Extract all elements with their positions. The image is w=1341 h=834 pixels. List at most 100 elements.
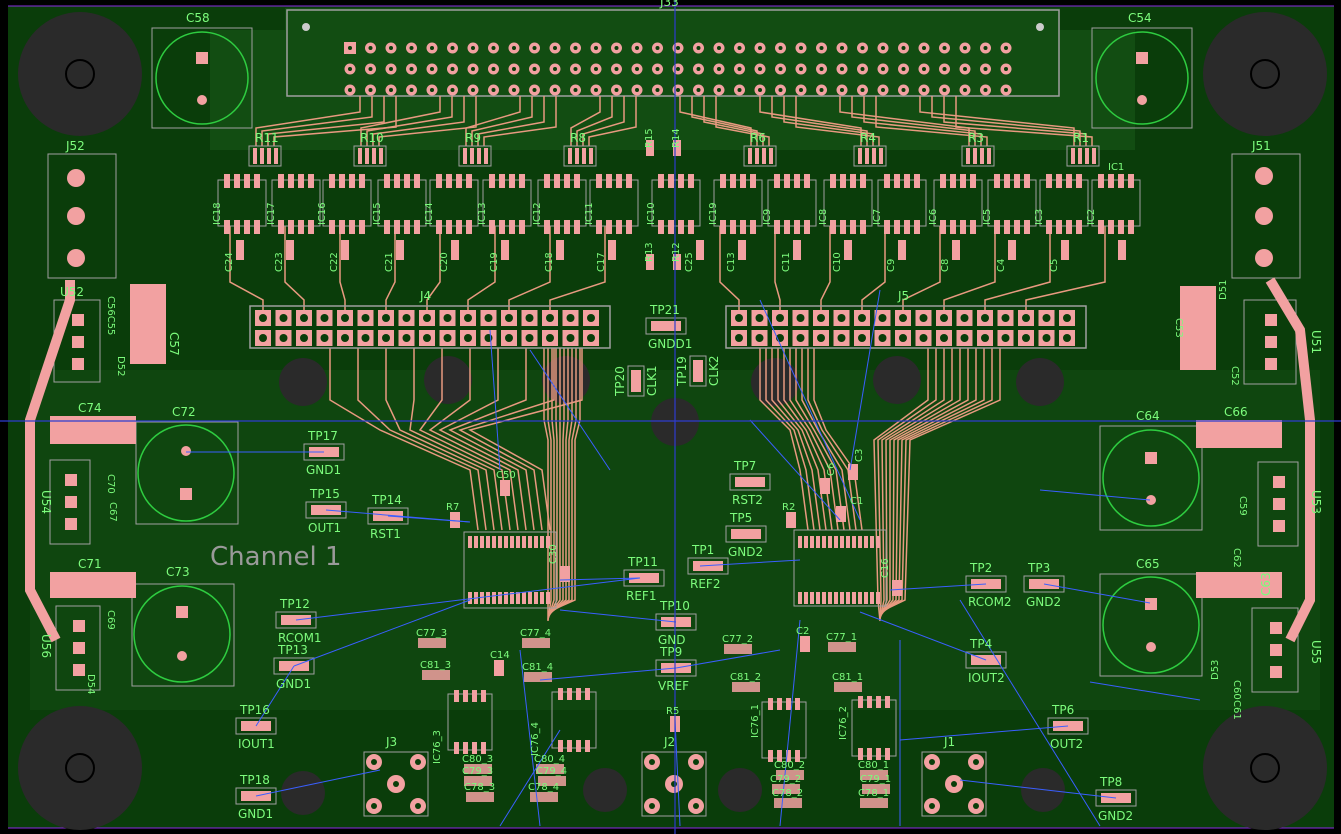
label-testpoint-ref: TP12 bbox=[279, 597, 310, 611]
label-ic: IC7 bbox=[872, 209, 883, 225]
label-adc-cap: C77_1 bbox=[826, 632, 857, 643]
label-diode: D51 bbox=[1218, 280, 1229, 300]
label-small-cap: C23 bbox=[274, 252, 285, 272]
cap-c64[interactable] bbox=[1099, 425, 1203, 531]
label-ic: IC5 bbox=[982, 209, 993, 225]
label-resistor-array: R10 bbox=[360, 131, 384, 145]
label-testpoint-net: GND2 bbox=[1026, 595, 1061, 609]
label-testpoint-ref: TP4 bbox=[969, 637, 992, 651]
label-jack-j52: J52 bbox=[65, 139, 85, 153]
label-adc-cap: C78_3 bbox=[464, 782, 495, 793]
label-side-cap: C62 bbox=[1231, 548, 1242, 568]
ic-adc-1[interactable] bbox=[463, 531, 557, 609]
label-small-cap: C20 bbox=[439, 252, 450, 272]
label-jack-j51: J51 bbox=[1251, 139, 1271, 153]
label-testpoint-net: OUT1 bbox=[308, 521, 341, 535]
ic-adc-2[interactable] bbox=[793, 529, 887, 607]
label-resistor: R14 bbox=[671, 128, 682, 148]
label-resistor-array: R1 bbox=[1073, 131, 1089, 145]
label-resistor: R13 bbox=[644, 242, 655, 262]
test-point[interactable] bbox=[235, 717, 277, 735]
label-small-cap: C22 bbox=[329, 252, 340, 272]
label-cap: C63 bbox=[1259, 572, 1273, 596]
label-testpoint-ref: TP1 bbox=[691, 543, 714, 557]
label-small-cap: C4 bbox=[996, 259, 1007, 272]
label-adc-cap: C77_3 bbox=[416, 628, 447, 639]
cap-c72[interactable] bbox=[135, 421, 239, 525]
label-ic: IC17 bbox=[266, 202, 277, 225]
label-ic: IC13 bbox=[477, 202, 488, 225]
label-ic: IC14 bbox=[424, 202, 435, 225]
label-mid-part: C1 bbox=[850, 496, 863, 507]
label-mid-part: C3 bbox=[854, 449, 865, 462]
label-testpoint-net: GND2 bbox=[728, 545, 763, 559]
label-resistor-array: R4 bbox=[860, 131, 876, 145]
cap-c58[interactable] bbox=[151, 27, 253, 129]
label-cap-c65: C65 bbox=[1136, 557, 1160, 571]
label-ic: IC15 bbox=[372, 202, 383, 225]
label-testpoint-net: GNDD1 bbox=[648, 337, 692, 351]
label-testpoint-net: GND1 bbox=[306, 463, 341, 477]
label-resistor-array: R3 bbox=[968, 131, 984, 145]
cap-c65[interactable] bbox=[1099, 573, 1203, 677]
label-cap-c58: C58 bbox=[186, 11, 210, 25]
label-ic-small: IC76_3 bbox=[432, 730, 443, 764]
label-mid-part: R5 bbox=[666, 706, 679, 717]
ic-row-top[interactable] bbox=[217, 140, 1141, 270]
label-testpoint-net: VREF bbox=[658, 679, 689, 693]
label-adc-cap: C79_1 bbox=[860, 774, 891, 785]
label-small-cap: C8 bbox=[940, 259, 951, 272]
label-testpoint-ref: TP9 bbox=[659, 645, 682, 659]
header-j5[interactable] bbox=[725, 305, 1087, 349]
label-ic: IC9 bbox=[762, 209, 773, 225]
label-testpoint-net: GND1 bbox=[276, 677, 311, 691]
label-reg: U55 bbox=[1309, 640, 1323, 664]
ratsnest-lines bbox=[186, 289, 1201, 827]
label-ic: IC10 bbox=[646, 202, 657, 225]
label-reg: U54 bbox=[39, 490, 53, 514]
label-side-cap: C59 bbox=[1237, 496, 1248, 516]
test-point[interactable] bbox=[725, 525, 767, 543]
power-section[interactable] bbox=[25, 277, 1315, 693]
label-testpoint-net: CLK1 bbox=[645, 365, 659, 396]
test-point[interactable] bbox=[689, 355, 707, 387]
label-small-cap: C9 bbox=[886, 259, 897, 272]
cap-c73[interactable] bbox=[131, 583, 235, 687]
label-testpoint-ref: TP2 bbox=[969, 561, 992, 575]
label-ic-small: IC76_2 bbox=[838, 706, 849, 740]
jack-j51[interactable] bbox=[1231, 153, 1301, 279]
header-j4[interactable] bbox=[249, 305, 611, 349]
test-point[interactable] bbox=[645, 317, 687, 335]
label-testpoint-ref: TP13 bbox=[277, 643, 308, 657]
label-adc-cap: C79_4 bbox=[536, 766, 567, 777]
label-small-cap: C11 bbox=[781, 252, 792, 272]
label-testpoint-net: RST2 bbox=[732, 493, 763, 507]
label-side-cap: C69 bbox=[105, 610, 116, 630]
connector-j33[interactable] bbox=[286, 9, 1060, 97]
label-mid-part: C30 bbox=[548, 544, 559, 564]
label-mid-part: C50 bbox=[496, 470, 516, 481]
label-testpoint-net: RST1 bbox=[370, 527, 401, 541]
label-adc-cap: C77_2 bbox=[722, 634, 753, 645]
test-point[interactable] bbox=[627, 365, 645, 397]
label-testpoint-net: RCOM1 bbox=[278, 631, 322, 645]
label-ic: IC8 bbox=[818, 209, 829, 225]
jack-j52[interactable] bbox=[47, 153, 117, 279]
adc-support-parts[interactable] bbox=[418, 464, 902, 808]
label-ic: IC18 bbox=[212, 202, 223, 225]
label-resistor: R15 bbox=[644, 128, 655, 148]
label-testpoint-ref: TP17 bbox=[307, 429, 338, 443]
label-ic: IC11 bbox=[584, 202, 595, 225]
test-point[interactable] bbox=[729, 473, 771, 491]
label-cap-c64: C64 bbox=[1136, 409, 1160, 423]
label-small-cap: C5 bbox=[1049, 259, 1060, 272]
coax-connectors[interactable] bbox=[363, 751, 987, 817]
label-testpoint-ref: TP18 bbox=[239, 773, 270, 787]
label-testpoint-ref: TP6 bbox=[1051, 703, 1074, 717]
cap-c54[interactable] bbox=[1091, 27, 1193, 129]
label-cap-c73: C73 bbox=[166, 565, 190, 579]
label-side-cap: C67 bbox=[107, 502, 118, 522]
label-small-cap: C13 bbox=[726, 252, 737, 272]
label-ic: IC1 bbox=[1108, 162, 1124, 173]
